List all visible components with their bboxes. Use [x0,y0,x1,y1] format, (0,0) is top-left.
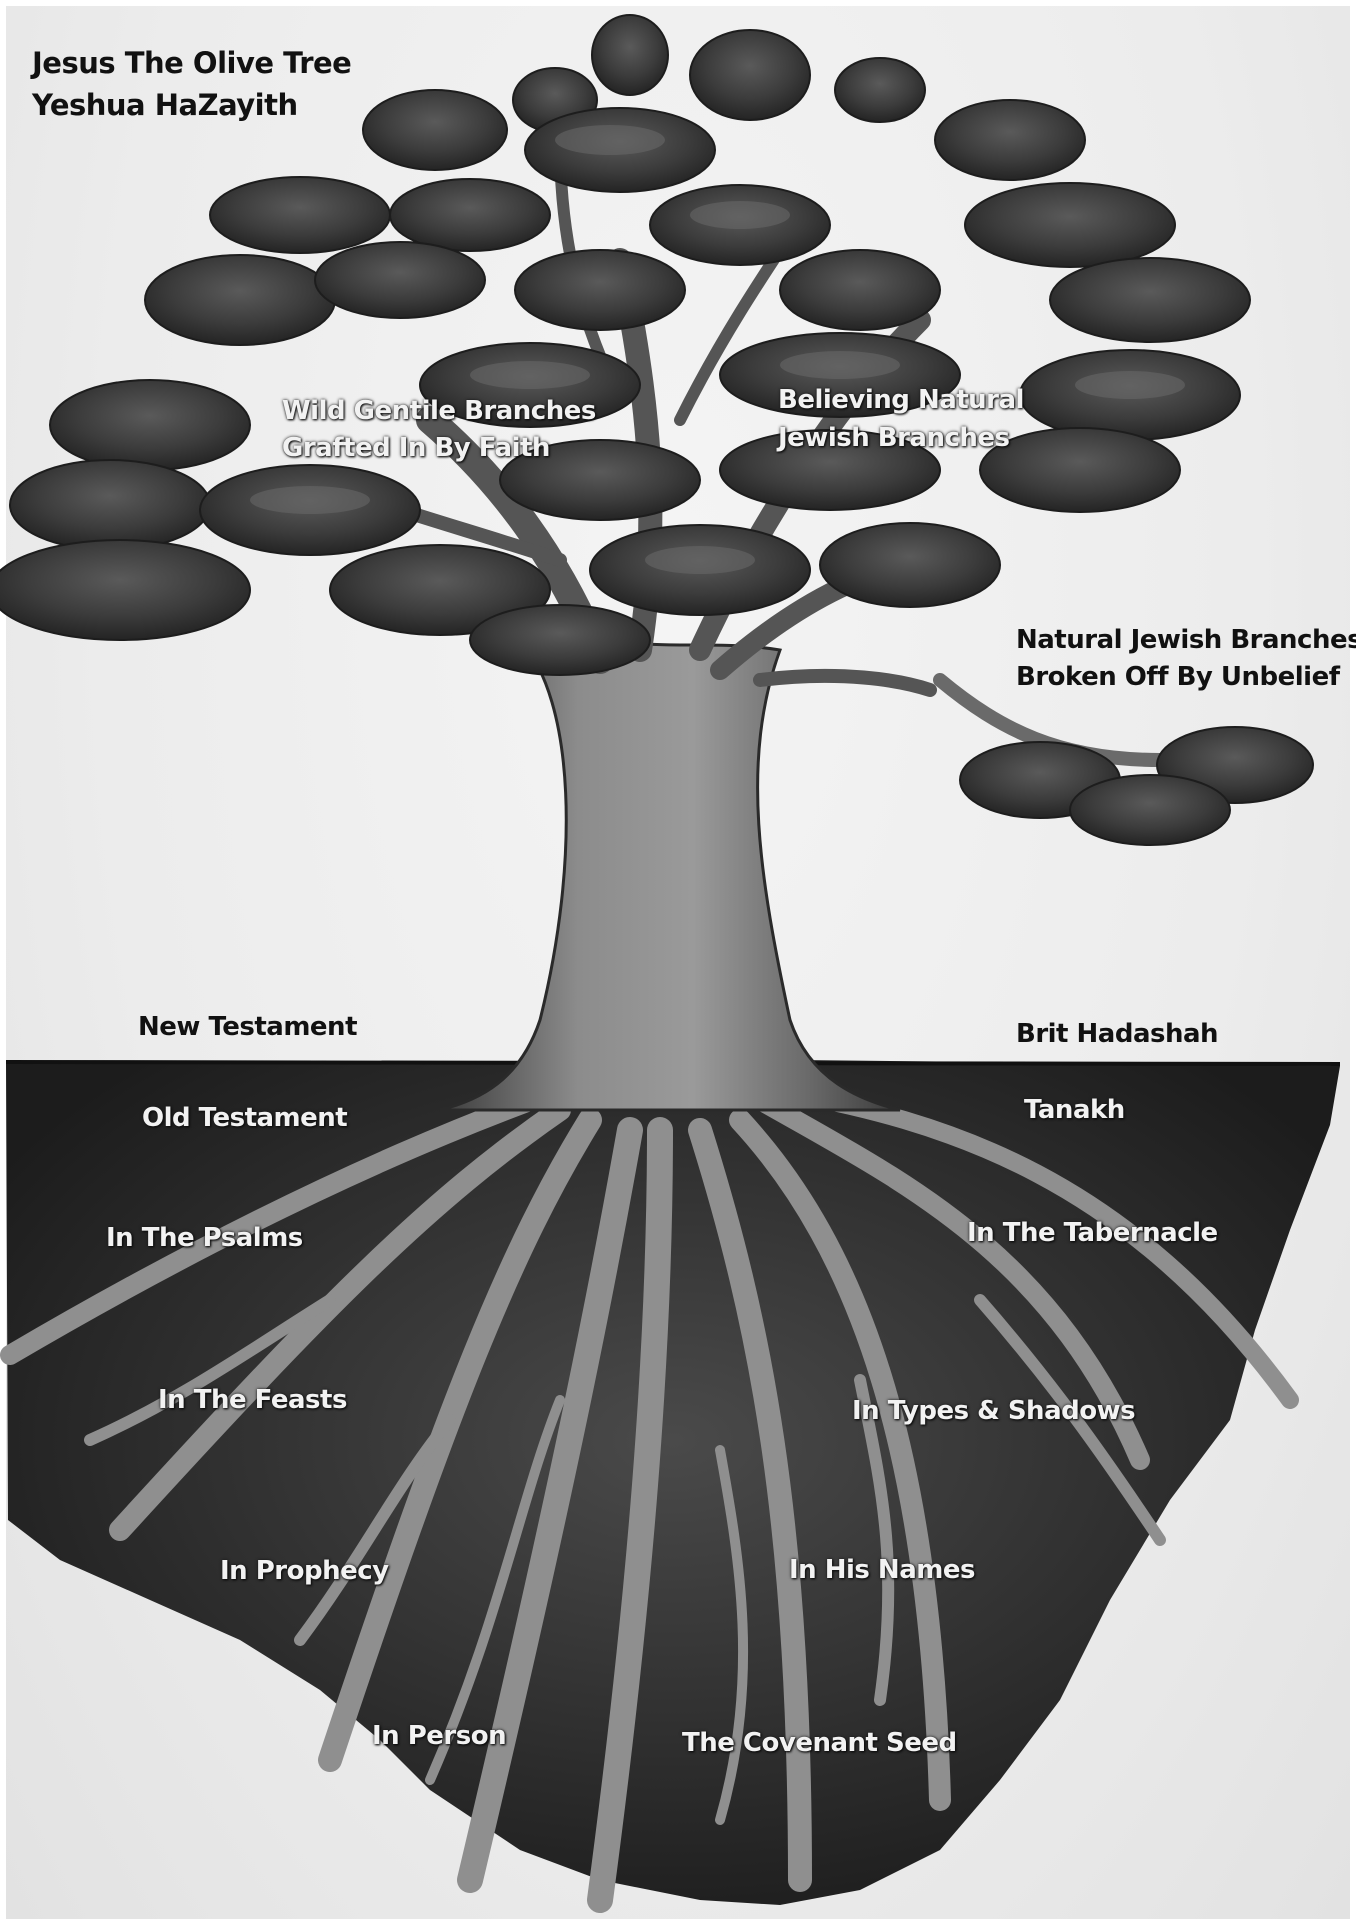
root-label-his-names: In His Names [789,1552,975,1589]
old-testament-label: Old Testament [142,1100,347,1137]
broken-off-branches-line-2: Broken Off By Unbelief [1016,659,1340,696]
tanakh-label: Tanakh [1024,1092,1125,1129]
wild-gentile-branches-line-1: Wild Gentile Branches [282,393,596,430]
root-label-prophecy: In Prophecy [220,1553,389,1590]
root-label-psalms: In The Psalms [106,1220,303,1257]
broken-off-branches-line-1: Natural Jewish Branches [1016,622,1356,659]
title-line-2: Yeshua HaZayith [32,84,298,126]
title-line-1: Jesus The Olive Tree [32,42,351,84]
root-label-person: In Person [372,1718,506,1755]
trunk [440,639,900,1110]
new-testament-label: New Testament [138,1009,357,1046]
root-label-feasts: In The Feasts [158,1382,347,1419]
root-label-types-shadows: In Types & Shadows [852,1393,1135,1430]
believing-jewish-branches-line-1: Believing Natural [778,382,1024,419]
brit-hadashah-label: Brit Hadashah [1016,1016,1218,1053]
soil [6,1060,1340,1905]
root-label-tabernacle: In The Tabernacle [967,1215,1218,1252]
root-label-covenant-seed: The Covenant Seed [682,1725,957,1762]
believing-jewish-branches-line-2: Jewish Branches [778,420,1010,457]
wild-gentile-branches-line-2: Grafted In By Faith [282,430,550,467]
